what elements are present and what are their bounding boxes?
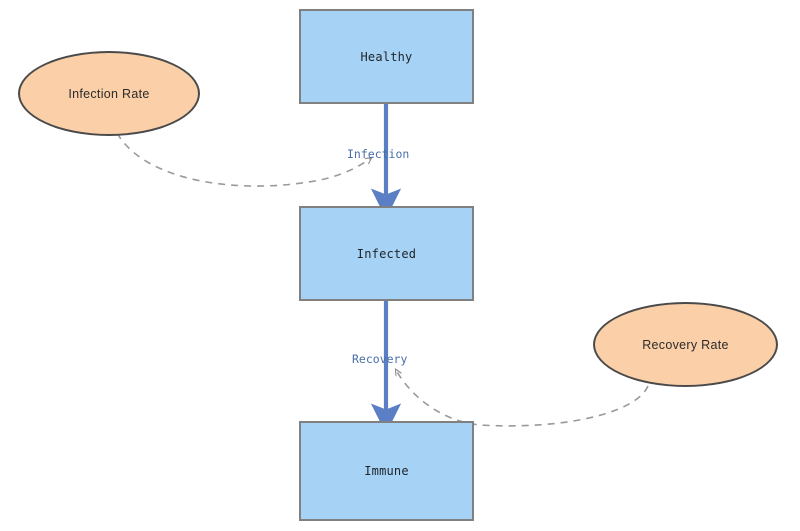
flow-label-recovery[interactable]: Recovery xyxy=(352,352,408,366)
stock-infected[interactable]: Infected xyxy=(299,206,474,301)
link-recovery-rate-to-recovery xyxy=(396,370,649,427)
flow-label-infection[interactable]: Infection xyxy=(347,147,410,161)
stock-immune-label: Immune xyxy=(364,464,409,478)
stock-healthy-label: Healthy xyxy=(360,49,413,64)
variable-recovery-rate[interactable]: Recovery Rate xyxy=(593,302,778,387)
link-infection-rate-to-infection xyxy=(116,132,371,187)
variable-infection-rate[interactable]: Infection Rate xyxy=(18,51,200,136)
stock-infected-label: Infected xyxy=(356,246,417,261)
stock-immune[interactable]: Immune xyxy=(299,421,474,521)
variable-infection-rate-label: Infection Rate xyxy=(68,86,150,101)
variable-recovery-rate-label: Recovery Rate xyxy=(642,337,729,352)
stock-healthy[interactable]: Healthy xyxy=(299,9,474,104)
